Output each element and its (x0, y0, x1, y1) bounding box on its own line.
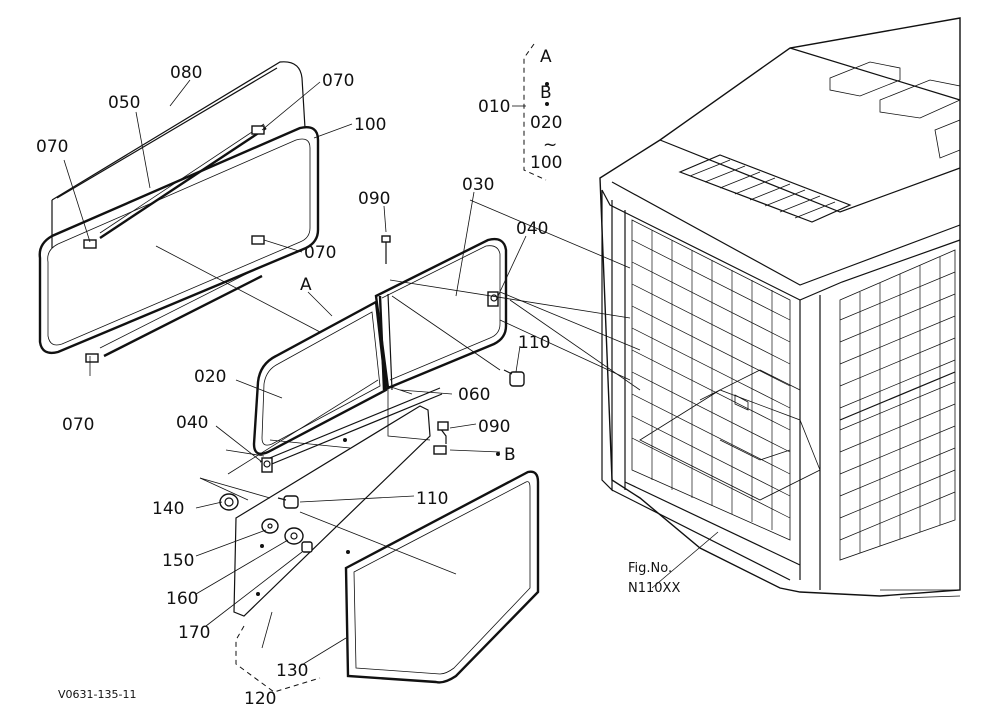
assembly-item-020: 020 (530, 113, 562, 133)
callout-040-right: 040 (516, 219, 548, 239)
callout-060: 060 (458, 385, 490, 405)
callout-090-mid: 090 (478, 417, 510, 437)
callout-170: 170 (178, 623, 210, 643)
hardware-170-nut (301, 541, 313, 553)
part-120-lower-panel (233, 405, 431, 617)
part-120-bracket (235, 625, 321, 693)
hardware-b-block (433, 445, 447, 455)
part-070-block (251, 125, 265, 135)
leader-lines (63, 79, 719, 667)
callout-020: 020 (194, 367, 226, 387)
part-070-block (83, 239, 97, 249)
part-020-door-frame (252, 300, 388, 455)
hardware-110-knob-right (503, 369, 525, 387)
hardware-090-screw-mid (437, 421, 449, 444)
assembly-bracket (523, 43, 547, 181)
callout-150: 150 (162, 551, 194, 571)
drawing-code: V0631-135-11 (58, 688, 136, 701)
figure-label: Fig.No. (628, 561, 672, 576)
callout-030: 030 (462, 175, 494, 195)
callout-a: A (300, 275, 312, 295)
callout-120: 120 (244, 689, 276, 709)
callout-090-top: 090 (358, 189, 390, 209)
callout-050: 050 (108, 93, 140, 113)
hardware-140-washer (219, 493, 239, 511)
left-mesh-panel (631, 219, 791, 541)
callout-070-top: 070 (322, 71, 354, 91)
roof-vent (678, 154, 852, 223)
assembly-item-b: B (540, 83, 552, 103)
assembly-item-a: A (540, 47, 552, 67)
callout-b: B (504, 445, 516, 465)
callout-110-mid: 110 (416, 489, 448, 509)
callout-070-mid: 070 (304, 243, 336, 263)
hardware-040-latch-left (261, 457, 273, 473)
cab-frame (599, 17, 961, 599)
callout-160: 160 (166, 589, 198, 609)
part-050-strip (99, 126, 267, 240)
callout-110-right: 110 (518, 333, 550, 353)
hardware-110-knob-mid (277, 495, 299, 509)
part-080-glass-panel (51, 61, 306, 248)
hardware-160-disc (284, 527, 304, 545)
hardware-150-disc (261, 518, 279, 534)
callout-070-left: 070 (36, 137, 68, 157)
callout-130: 130 (276, 661, 308, 681)
assembly-group: 010 A B 020 ~ 100 (478, 47, 562, 173)
rear-mesh-panel (839, 249, 956, 561)
callout-140: 140 (152, 499, 184, 519)
hardware-040-latch-right (487, 291, 499, 307)
callout-070-bottom: 070 (62, 415, 94, 435)
part-070-block (85, 353, 99, 363)
part-030-door-frame (374, 237, 508, 390)
assembly-item-100: 100 (530, 153, 562, 173)
part-130-seal (344, 470, 540, 684)
assembly-lines (155, 199, 641, 575)
assembly-ref-010: 010 (478, 97, 510, 117)
part-060-divider (378, 295, 386, 391)
callout-040-left: 040 (176, 413, 208, 433)
hardware-090-screw-top (381, 235, 391, 264)
part-100-weatherstrip (38, 126, 320, 355)
assembly-item-tilde: ~ (543, 135, 557, 155)
lower-strip (103, 274, 263, 358)
callout-080: 080 (170, 63, 202, 83)
figure-number: N110XX (628, 581, 680, 596)
callout-100: 100 (354, 115, 386, 135)
part-070-block (251, 235, 265, 245)
